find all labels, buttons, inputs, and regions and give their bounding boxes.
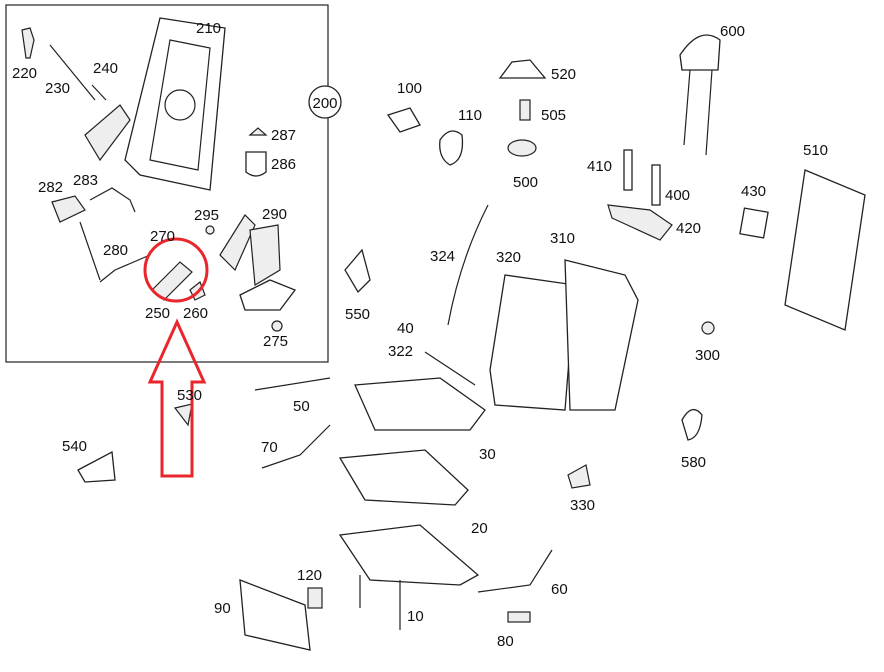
label-70[interactable]: 70 — [261, 439, 278, 456]
label-286[interactable]: 286 — [271, 156, 296, 173]
part-hinge[interactable] — [84, 104, 131, 162]
part-120[interactable] — [307, 587, 323, 609]
part-275[interactable] — [271, 320, 283, 332]
part-240[interactable] — [91, 84, 107, 101]
part-580[interactable] — [681, 408, 703, 441]
label-550[interactable]: 550 — [345, 306, 370, 323]
label-100[interactable]: 100 — [397, 80, 422, 97]
part-210-backrest-frame[interactable] — [124, 17, 226, 191]
part-324-rod[interactable] — [447, 204, 489, 326]
label-300[interactable]: 300 — [695, 347, 720, 364]
label-505[interactable]: 505 — [541, 107, 566, 124]
label-500[interactable]: 500 — [513, 174, 538, 191]
label-80[interactable]: 80 — [497, 633, 514, 650]
part-500[interactable] — [507, 139, 537, 157]
part-530[interactable] — [173, 403, 193, 427]
part-295[interactable] — [205, 225, 215, 235]
part-70[interactable] — [261, 424, 331, 469]
part-30-seat-cushion[interactable] — [354, 377, 486, 431]
part-220[interactable] — [21, 27, 35, 59]
part-290-mechanism[interactable] — [219, 214, 297, 311]
label-60[interactable]: 60 — [551, 581, 568, 598]
part-80[interactable] — [507, 611, 531, 623]
part-280-harness[interactable] — [79, 187, 136, 281]
label-510[interactable]: 510 — [803, 142, 828, 159]
highlight-arrow — [147, 318, 207, 478]
label-220[interactable]: 220 — [12, 65, 37, 82]
group-200-callout[interactable]: 200 — [308, 85, 342, 119]
label-270[interactable]: 270 — [150, 228, 175, 245]
part-310-backrest[interactable] — [564, 259, 639, 411]
part-330[interactable] — [567, 464, 591, 489]
label-260[interactable]: 260 — [183, 305, 208, 322]
part-100[interactable] — [386, 107, 421, 133]
label-280[interactable]: 280 — [103, 242, 128, 259]
label-20[interactable]: 20 — [471, 520, 488, 537]
part-50-rod[interactable] — [254, 377, 331, 391]
highlight-marker — [143, 237, 209, 478]
label-290[interactable]: 290 — [262, 206, 287, 223]
label-324[interactable]: 324 — [430, 248, 455, 265]
part-550[interactable] — [344, 248, 371, 294]
label-530[interactable]: 530 — [177, 387, 202, 404]
label-283[interactable]: 283 — [73, 172, 98, 189]
label-110[interactable]: 110 — [458, 107, 482, 124]
part-540[interactable] — [77, 450, 116, 483]
label-250[interactable]: 250 — [145, 305, 170, 322]
label-295[interactable]: 295 — [194, 207, 219, 224]
label-540[interactable]: 540 — [62, 438, 87, 455]
part-410-400[interactable] — [623, 149, 661, 206]
label-40[interactable]: 40 — [397, 320, 414, 337]
label-400[interactable]: 400 — [665, 187, 690, 204]
part-60[interactable] — [477, 549, 553, 593]
label-120[interactable]: 120 — [297, 567, 322, 584]
part-287-286[interactable] — [245, 127, 268, 177]
label-600[interactable]: 600 — [720, 23, 745, 40]
backrest-assembly-box — [5, 4, 329, 363]
part-600-headrest[interactable] — [679, 34, 721, 156]
label-420[interactable]: 420 — [676, 220, 701, 237]
group-200-label: 200 — [312, 95, 337, 112]
label-230[interactable]: 230 — [45, 80, 70, 97]
label-282[interactable]: 282 — [38, 179, 63, 196]
part-430[interactable] — [739, 207, 769, 239]
part-10-seat-frame[interactable] — [338, 524, 480, 630]
label-430[interactable]: 430 — [741, 183, 766, 200]
label-310[interactable]: 310 — [550, 230, 575, 247]
label-287[interactable]: 287 — [271, 127, 296, 144]
part-90-cover[interactable] — [239, 579, 311, 651]
label-410[interactable]: 410 — [587, 158, 612, 175]
label-330[interactable]: 330 — [570, 497, 595, 514]
part-300[interactable] — [701, 321, 715, 335]
label-320[interactable]: 320 — [496, 249, 521, 266]
part-20-seat-pad[interactable] — [338, 449, 469, 506]
label-50[interactable]: 50 — [293, 398, 310, 415]
part-420-armrest[interactable] — [607, 204, 673, 241]
part-510-back-panel[interactable] — [784, 169, 866, 331]
part-320-backrest-cushion[interactable] — [489, 274, 576, 411]
label-275[interactable]: 275 — [263, 333, 288, 350]
part-322[interactable] — [424, 351, 476, 386]
label-322[interactable]: 322 — [388, 343, 413, 360]
label-10[interactable]: 10 — [407, 608, 424, 625]
label-30[interactable]: 30 — [479, 446, 496, 463]
label-580[interactable]: 580 — [681, 454, 706, 471]
highlight-circle — [143, 237, 209, 303]
part-labels: 210 220 240 230 287 286 282 283 295 290 … — [12, 20, 828, 650]
part-520[interactable] — [498, 59, 547, 79]
part-110[interactable] — [439, 130, 464, 166]
part-230-rod[interactable] — [49, 44, 96, 101]
label-520[interactable]: 520 — [551, 66, 576, 83]
label-90[interactable]: 90 — [214, 600, 231, 617]
label-240[interactable]: 240 — [93, 60, 118, 77]
part-282[interactable] — [51, 195, 86, 223]
label-210[interactable]: 210 — [196, 20, 221, 37]
part-505[interactable] — [519, 99, 531, 121]
part-270-wire[interactable] — [99, 254, 151, 283]
